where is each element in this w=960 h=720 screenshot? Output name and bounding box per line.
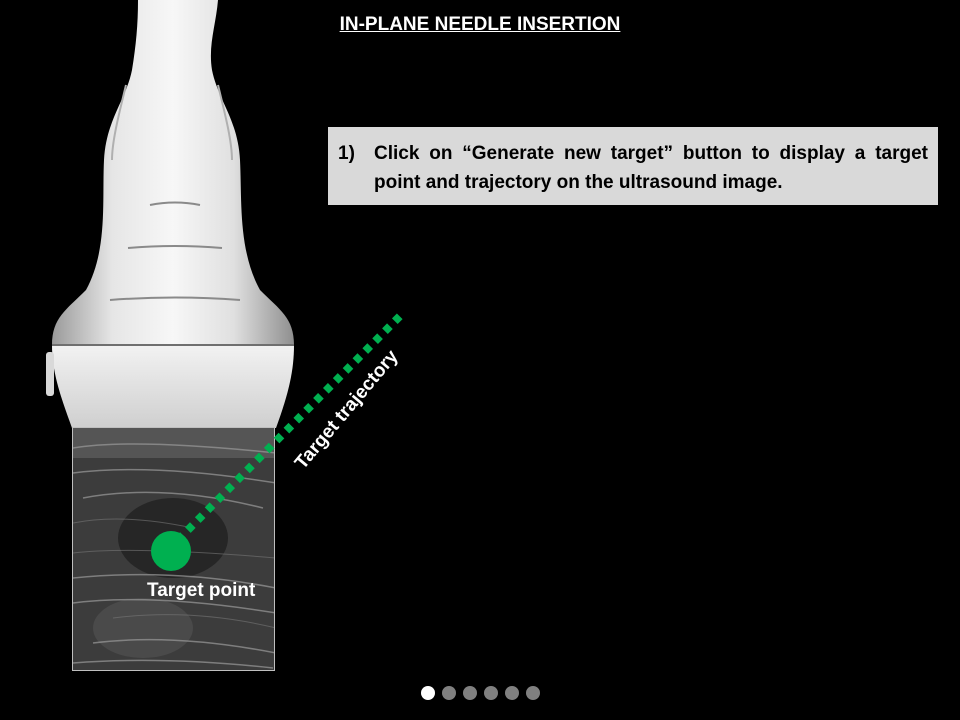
- target-point-marker: [151, 531, 191, 571]
- target-trajectory-line: [175, 311, 405, 543]
- pagination-dot-4[interactable]: [484, 686, 498, 700]
- pagination-dot-1[interactable]: [421, 686, 435, 700]
- pagination-dot-3[interactable]: [463, 686, 477, 700]
- pagination-dots: [421, 686, 540, 700]
- page-title-text: IN-PLANE NEEDLE INSERTION: [339, 14, 621, 35]
- target-point-label: Target point: [147, 580, 256, 601]
- instruction-text: Click on “Generate new target” button to…: [374, 143, 928, 193]
- page-title: IN-PLANE NEEDLE INSERTION: [0, 14, 960, 36]
- pagination-dot-5[interactable]: [505, 686, 519, 700]
- instruction-number: 1): [338, 143, 355, 164]
- ultrasound-probe-image: [46, 0, 294, 428]
- pagination-dot-6[interactable]: [526, 686, 540, 700]
- instruction-box: 1) Click on “Generate new target” button…: [328, 127, 938, 205]
- pagination-dot-2[interactable]: [442, 686, 456, 700]
